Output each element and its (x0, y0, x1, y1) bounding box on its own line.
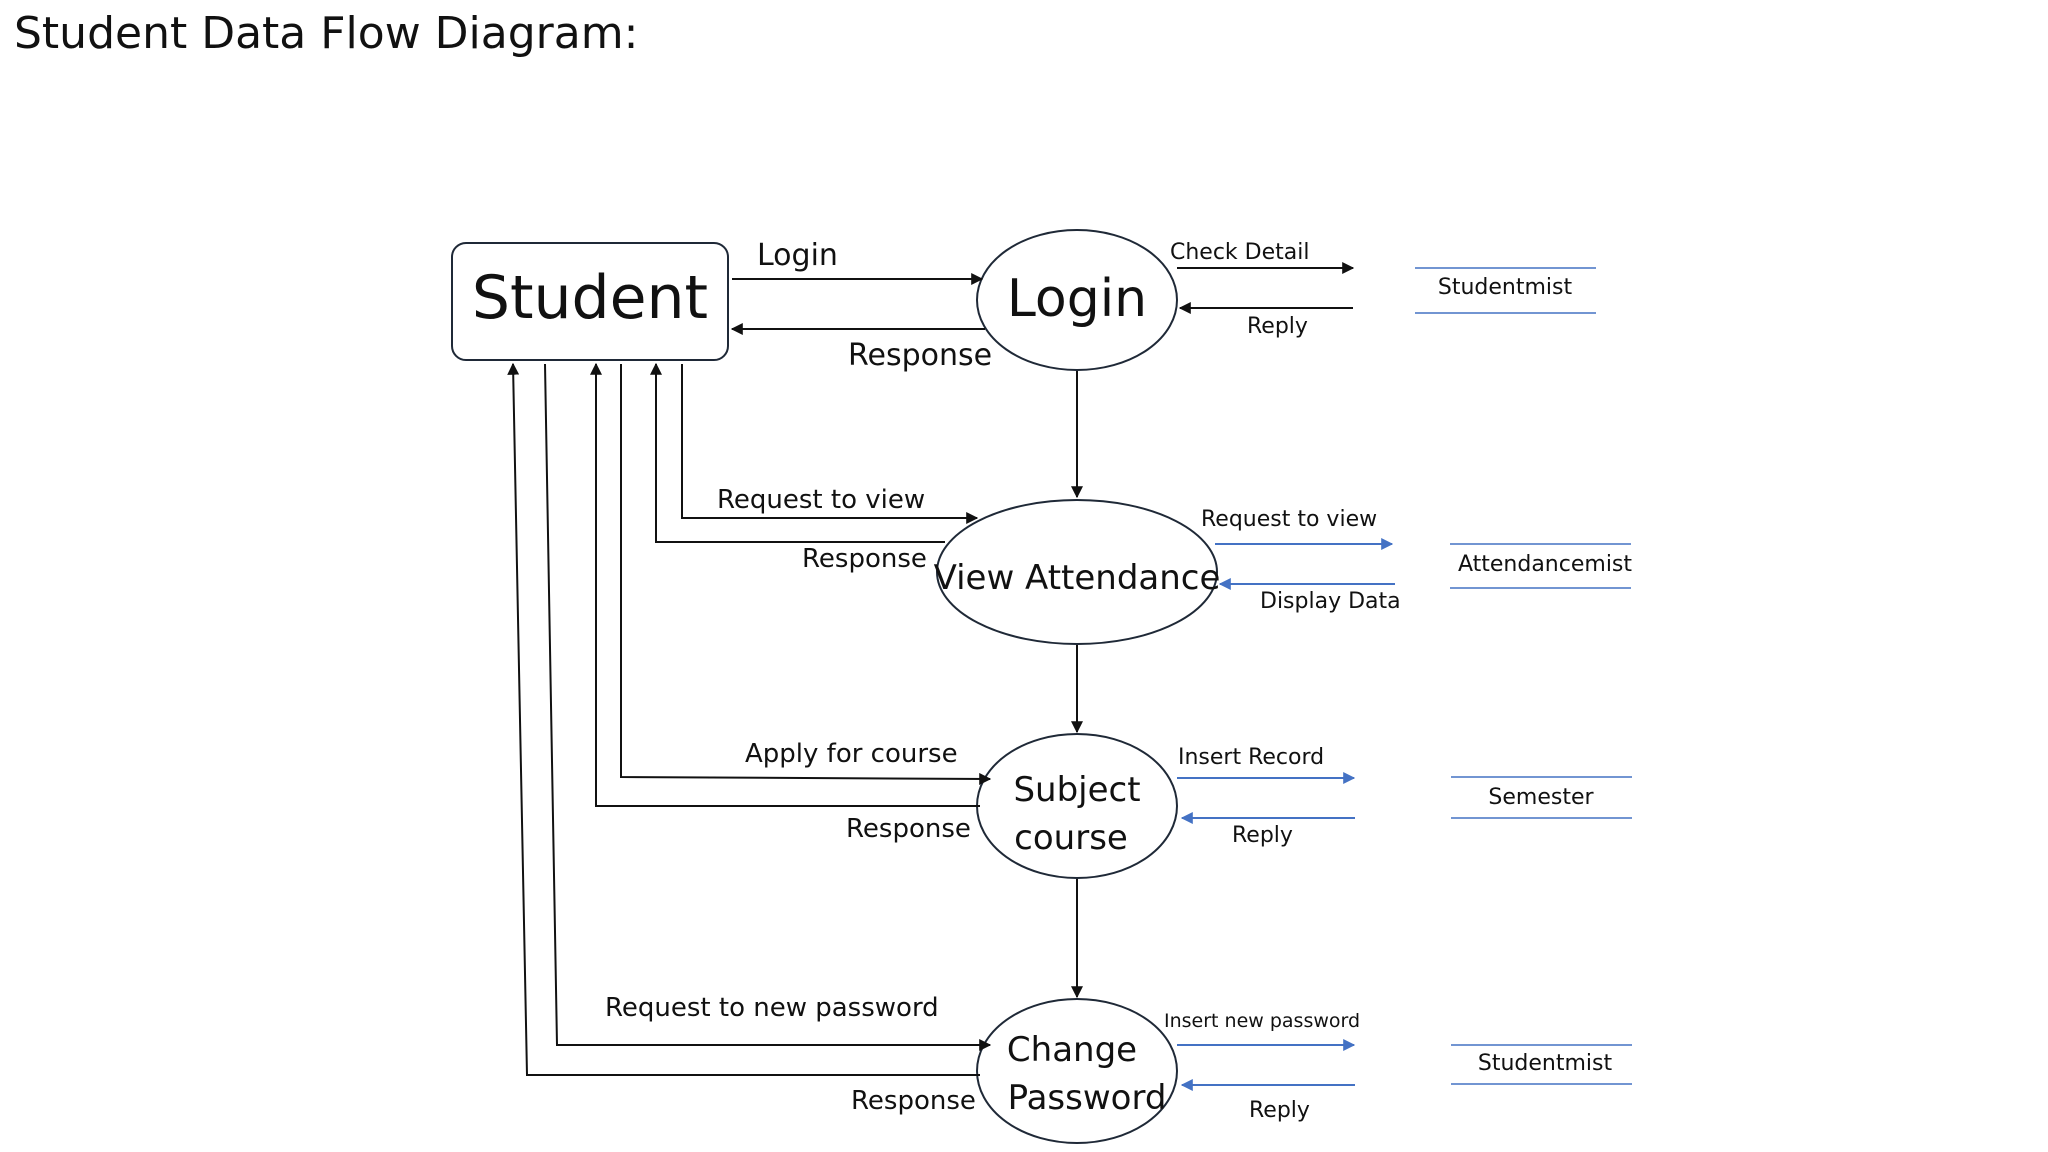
insert-record-label: Insert Record (1178, 745, 1324, 770)
apply-course-label: Apply for course (745, 739, 958, 769)
subject-course-label-line1: Subject (1013, 770, 1140, 810)
semester-store-label: Semester (1488, 785, 1594, 810)
semester-store: Semester (1451, 776, 1632, 819)
login-reply-label: Reply (1247, 314, 1308, 339)
password-response-arrow (507, 362, 980, 1076)
subject-course-label-line2: course (1014, 818, 1128, 858)
login-request-label: Login (757, 238, 838, 273)
view-attendance-process-label: View Attendance (934, 558, 1221, 598)
attendance-request-arrow (681, 364, 979, 524)
studentmist-store-1: Studentmist (1415, 267, 1596, 314)
course-response-arrow (590, 362, 980, 807)
attendance-response-label: Response (802, 544, 927, 574)
course-reply-label: Reply (1232, 823, 1293, 848)
password-response-label: Response (851, 1086, 976, 1116)
change-password-label-line2: Password (1008, 1078, 1167, 1118)
subject-course-process: Subject course (976, 733, 1178, 879)
attendancemist-store-label: Attendancemist (1458, 552, 1632, 577)
student-entity: Student (451, 242, 729, 361)
attendance-response-arrow (650, 362, 945, 543)
attendance-store-request-label: Request to view (1201, 507, 1377, 532)
apply-course-arrow (620, 364, 992, 785)
studentmist-store-1-label: Studentmist (1438, 275, 1573, 300)
change-password-process: Change Password (976, 998, 1178, 1144)
change-password-label-line1: Change (1007, 1030, 1137, 1070)
studentmist-store-2: Studentmist (1451, 1044, 1632, 1085)
studentmist-store-2-label: Studentmist (1478, 1051, 1613, 1076)
student-entity-label: Student (472, 263, 708, 333)
password-request-arrow (544, 363, 992, 1051)
login-process: Login (976, 229, 1178, 371)
attendancemist-store: Attendancemist (1450, 543, 1632, 589)
display-data-label: Display Data (1260, 589, 1401, 614)
insert-password-label: Insert new password (1164, 1010, 1360, 1032)
check-detail-label: Check Detail (1170, 240, 1309, 265)
password-reply-label: Reply (1249, 1098, 1310, 1123)
attendance-request-label: Request to view (717, 485, 925, 515)
course-response-label: Response (846, 814, 971, 844)
page-title: Student Data Flow Diagram: (14, 8, 639, 59)
login-process-label: Login (1007, 269, 1147, 329)
login-response-label: Response (848, 338, 992, 373)
password-request-label: Request to new password (605, 993, 939, 1023)
view-attendance-process: View Attendance (934, 499, 1221, 645)
